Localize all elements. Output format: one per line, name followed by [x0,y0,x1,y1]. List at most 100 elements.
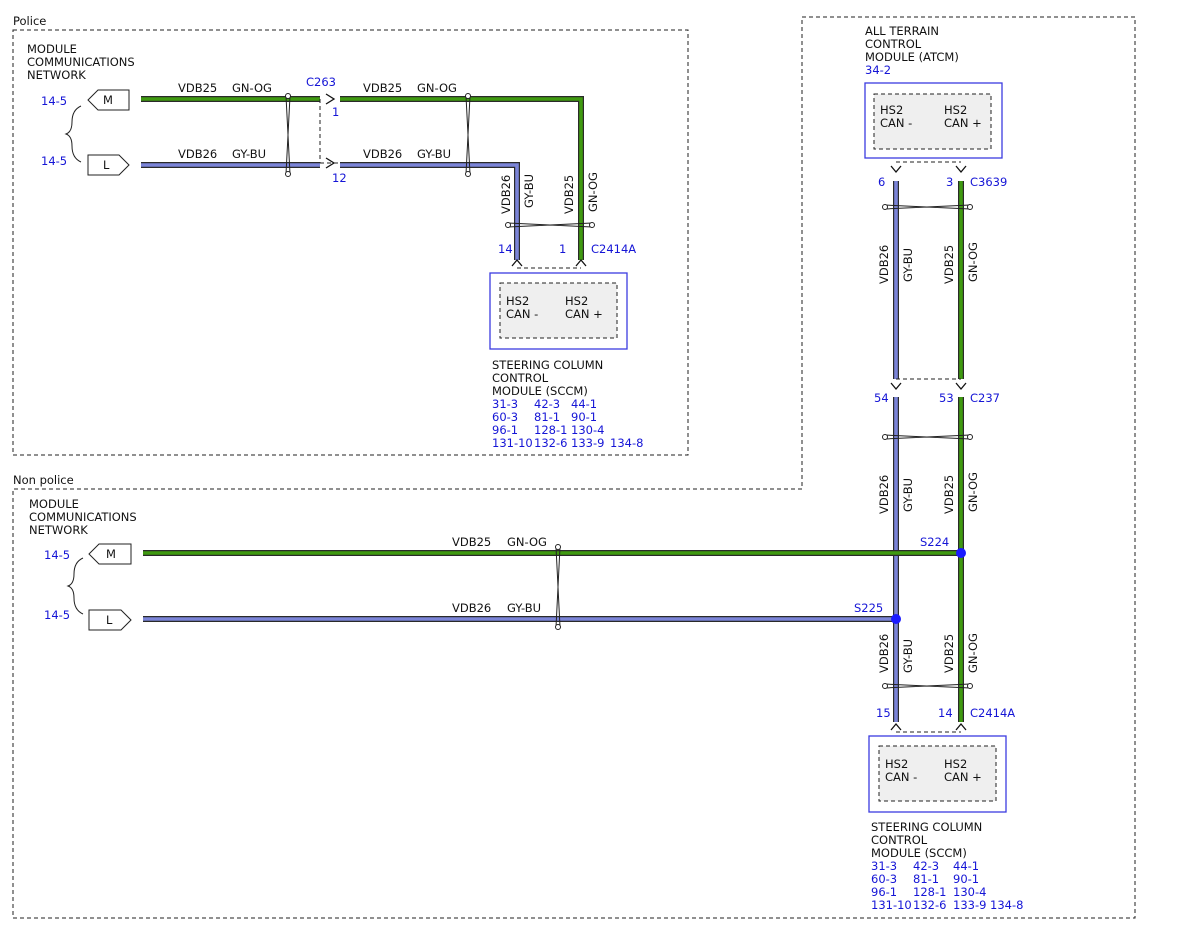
c3639-label[interactable]: C3639 [970,175,1007,189]
police-section-border [12,29,689,456]
sccm-police-pin-box [499,282,618,339]
svg-text:128-1: 128-1 [913,885,946,899]
atcm-ref[interactable]: 34-2 [865,63,891,77]
c237-pin-54[interactable]: 54 [874,391,889,405]
atcm-pin-3[interactable]: 3 [946,175,953,189]
svg-text:MODULE (SCCM): MODULE (SCCM) [871,846,967,860]
c2414a-label-police[interactable]: C2414A [591,242,636,256]
twist-marker [882,434,973,440]
wire-vdb25-outline [340,96,584,260]
c263-pin-12[interactable]: 12 [332,171,347,185]
svg-text:COMMUNICATIONS: COMMUNICATIONS [27,55,135,69]
sccm-nonpolice-refs[interactable]: 31-3 42-3 44-1 60-3 81-1 90-1 96-1 128-1… [871,859,1023,912]
wire-vdb26[interactable] [340,163,519,260]
wire-label-vdb26: VDB26 [877,634,891,673]
svg-text:81-1: 81-1 [534,410,560,424]
atcm-pin-6[interactable]: 6 [878,175,885,189]
police-section-label: Police [13,14,46,28]
sccm-police-module[interactable] [489,272,628,350]
svg-text:CONTROL: CONTROL [492,371,549,385]
c263-label[interactable]: C263 [306,75,336,89]
nonpolice-ref-l[interactable]: 14-5 [44,608,70,622]
nonpolice-ref-m[interactable]: 14-5 [44,548,70,562]
atcm-title: ALL TERRAIN CONTROL MODULE (ATCM) [865,24,959,64]
sccm1-arrow-plus [575,258,587,267]
c237-pin-53[interactable]: 53 [939,391,954,405]
svg-text:90-1: 90-1 [953,872,979,886]
svg-text:44-1: 44-1 [953,859,979,873]
nonpolice-conn-m[interactable] [88,543,132,565]
wire-label-gybu: GY-BU [901,248,915,282]
c237-label[interactable]: C237 [970,391,1000,405]
svg-text:128-1: 128-1 [534,423,567,437]
svg-text:132-6: 132-6 [534,436,567,450]
svg-text:96-1: 96-1 [871,885,897,899]
sccm1-hs2-plus: HS2 [565,294,588,308]
wire-label-gybu: GY-BU [901,639,915,673]
c2414a-label-nonpolice[interactable]: C2414A [970,706,1015,720]
wire-label-gnog: GN-OG [586,172,600,212]
svg-text:134-8: 134-8 [610,436,643,450]
sccm1-pin-1[interactable]: 1 [559,242,566,256]
sccm2-can-minus: CAN - [885,770,917,784]
svg-text:ALL TERRAIN: ALL TERRAIN [865,24,939,38]
wire-label-gnog: GN-OG [966,472,980,512]
police-conn-l-label: L [103,158,110,172]
police-conn-m-label: M [103,93,113,107]
svg-text:131-10: 131-10 [492,436,533,450]
c263-arrow-gn [325,93,336,105]
police-conn-l[interactable] [87,154,130,176]
twist-marker [882,683,973,689]
atcm-module[interactable] [864,82,1003,159]
svg-text:134-8: 134-8 [990,898,1023,912]
wire-label-vdb26: VDB26 [499,175,513,214]
wire-vdb25[interactable] [340,97,583,260]
nonpolice-conn-l-label: L [106,613,113,627]
sccm2-arrow-plus [955,722,967,731]
sccm-police-refs[interactable]: 31-3 42-3 44-1 60-3 81-1 90-1 96-1 128-1… [492,397,643,450]
sccm-nonpolice-module[interactable] [868,735,1007,813]
wire-label-gybu: GY-BU [901,478,915,512]
sccm1-pin-14[interactable]: 14 [498,242,513,256]
c263-pin-1[interactable]: 1 [332,105,339,119]
sccm2-hs2-plus: HS2 [944,757,967,771]
twist-marker [285,93,291,177]
police-ref-l[interactable]: 14-5 [41,154,67,168]
atcm-arrow-plus [955,165,967,174]
svg-text:MODULE: MODULE [29,497,79,511]
wire-label-gybu: GY-BU [417,147,451,161]
svg-text:31-3: 31-3 [492,397,518,411]
wire-label-vdb26: VDB26 [363,147,402,161]
splice-s225[interactable] [891,614,901,624]
nonpolice-brace [66,557,84,615]
splice-s224[interactable] [956,548,966,558]
wire-label-gnog: GN-OG [966,242,980,282]
svg-text:31-3: 31-3 [871,859,897,873]
sccm2-pin-14[interactable]: 14 [938,706,953,720]
svg-text:NETWORK: NETWORK [27,68,86,82]
svg-text:CONTROL: CONTROL [865,37,922,51]
sccm2-pin-15[interactable]: 15 [876,706,891,720]
police-conn-m[interactable] [87,89,130,111]
s225-label[interactable]: S225 [854,601,883,615]
wire-label-vdb26: VDB26 [178,147,217,161]
sccm1-hs2-minus: HS2 [506,294,529,308]
wire-label-gnog: GN-OG [232,81,272,95]
c263-arrow-gy [325,157,336,169]
svg-text:132-6: 132-6 [913,898,946,912]
svg-text:133-9: 133-9 [571,436,604,450]
atcm-can-plus: CAN + [944,116,982,130]
sccm1-arrow-minus [511,258,523,267]
svg-text:NETWORK: NETWORK [29,523,88,537]
twist-marker [882,204,973,210]
wire-vdb26-outline [340,162,520,260]
atcm-hs2-minus: HS2 [880,103,903,117]
nonpolice-network-label: MODULE COMMUNICATIONS NETWORK [29,497,137,537]
sccm-nonpolice-title: STEERING COLUMN CONTROL MODULE (SCCM) [871,820,982,860]
svg-text:60-3: 60-3 [871,872,897,886]
s224-label[interactable]: S224 [920,535,949,549]
svg-text:CONTROL: CONTROL [871,833,928,847]
police-ref-m[interactable]: 14-5 [41,94,67,108]
nonpolice-conn-l[interactable] [88,609,132,631]
twist-marker [555,544,561,630]
